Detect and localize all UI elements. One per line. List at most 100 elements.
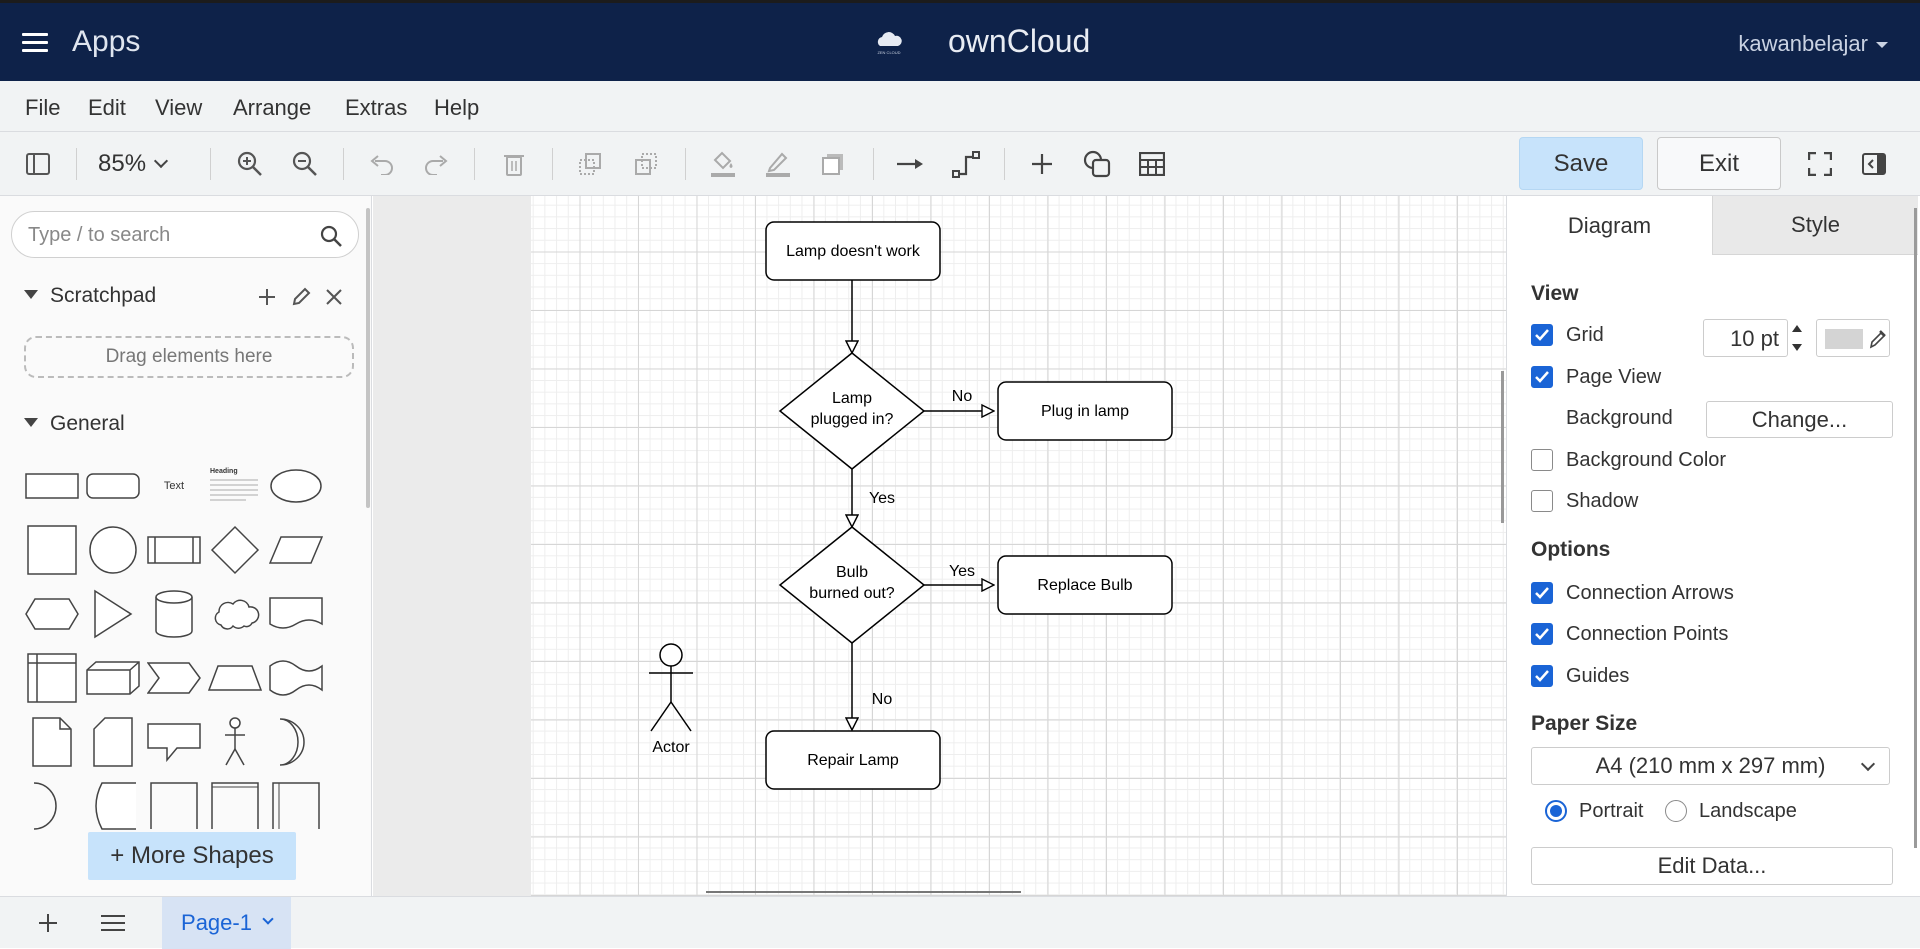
shape-text[interactable]: Text — [163, 480, 185, 492]
hamburger-menu-icon[interactable] — [22, 33, 48, 53]
grid-size-stepper[interactable] — [1790, 320, 1804, 356]
guides-checkbox[interactable] — [1531, 665, 1553, 687]
menu-edit[interactable]: Edit — [88, 95, 126, 120]
insert-plus-icon[interactable] — [1026, 148, 1058, 180]
landscape-radio[interactable] — [1665, 800, 1687, 822]
shape-container[interactable] — [146, 778, 202, 834]
redo-icon[interactable] — [420, 148, 452, 180]
scratchpad-header[interactable]: Scratchpad — [24, 284, 156, 308]
actor-figure[interactable] — [649, 643, 693, 732]
node-decision-bulb[interactable] — [778, 526, 926, 644]
shape-or[interactable] — [268, 714, 324, 770]
page-tab[interactable]: Page-1 — [162, 897, 291, 949]
to-back-icon[interactable] — [630, 148, 662, 180]
shape-document[interactable] — [268, 586, 324, 642]
to-front-icon[interactable] — [574, 148, 606, 180]
page-view-checkbox[interactable] — [1531, 366, 1553, 388]
background-color-checkbox[interactable] — [1531, 449, 1553, 471]
more-shapes-button[interactable]: + More Shapes — [88, 832, 296, 880]
shape-swimlane[interactable] — [268, 778, 324, 834]
menu-help[interactable]: Help — [434, 95, 480, 120]
search-input[interactable] — [28, 221, 308, 249]
node-decision-plugged[interactable] — [778, 352, 926, 470]
connection-points-checkbox[interactable] — [1531, 623, 1553, 645]
grid-checkbox[interactable] — [1531, 324, 1553, 346]
search-icon[interactable] — [320, 225, 342, 247]
shape-cylinder[interactable] — [146, 586, 202, 642]
format-panel-toggle-icon[interactable] — [22, 148, 54, 180]
shape-delay[interactable] — [24, 778, 80, 834]
fill-color-icon[interactable] — [707, 148, 739, 180]
shape-rectangle[interactable] — [24, 458, 80, 514]
shape-process[interactable] — [146, 522, 202, 578]
menu-file[interactable]: File — [25, 95, 61, 120]
zoom-in-icon[interactable] — [234, 148, 266, 180]
add-icon[interactable] — [258, 288, 276, 306]
paper-size-select[interactable]: A4 (210 mm x 297 mm) — [1531, 747, 1890, 785]
shape-rounded-rectangle[interactable] — [85, 458, 141, 514]
waypoints-icon[interactable] — [950, 148, 982, 180]
grid-color-button[interactable] — [1816, 319, 1890, 357]
shape-square[interactable] — [24, 522, 80, 578]
shape-actor[interactable] — [207, 714, 263, 770]
shape-cube[interactable] — [85, 650, 141, 706]
connection-arrow-icon[interactable] — [894, 148, 926, 180]
edit-pencil-icon[interactable] — [291, 287, 311, 307]
add-page-icon[interactable] — [38, 913, 58, 933]
zoom-out-icon[interactable] — [289, 148, 321, 180]
delete-icon[interactable] — [498, 148, 530, 180]
tab-diagram[interactable]: Diagram — [1507, 196, 1712, 255]
node-repair-lamp[interactable] — [765, 730, 941, 790]
node-replace-bulb[interactable] — [997, 555, 1173, 615]
shape-hexagon[interactable] — [24, 586, 80, 642]
change-background-button[interactable]: Change... — [1706, 401, 1893, 438]
undo-icon[interactable] — [366, 148, 398, 180]
shadow-checkbox[interactable] — [1531, 490, 1553, 512]
menu-arrange[interactable]: Arrange — [233, 95, 312, 120]
shape-data-storage[interactable] — [85, 778, 141, 834]
zoom-dropdown[interactable]: 85% — [98, 150, 169, 178]
shape-trapezoid[interactable] — [207, 650, 263, 706]
shape-triangle[interactable] — [85, 586, 141, 642]
sidebar-scrollbar[interactable] — [366, 208, 370, 508]
close-icon[interactable] — [326, 289, 342, 305]
node-plug-in[interactable] — [997, 381, 1173, 441]
shape-ellipse[interactable] — [268, 458, 324, 514]
grid-size-input[interactable]: 10 pt — [1703, 319, 1788, 357]
canvas-vertical-scrollbar[interactable] — [1501, 371, 1504, 523]
shape-cloud[interactable] — [207, 586, 263, 642]
connection-arrows-checkbox[interactable] — [1531, 582, 1553, 604]
node-start[interactable] — [765, 221, 941, 281]
diagram-canvas[interactable]: Lamp doesn't work Lamp plugged in? Plug … — [373, 196, 1506, 896]
shape-parallelogram[interactable] — [268, 522, 324, 578]
scratchpad-drop-zone[interactable]: Drag elements here — [24, 336, 354, 378]
panel-scrollbar[interactable] — [1914, 208, 1917, 848]
menu-extras[interactable]: Extras — [345, 95, 408, 120]
shape-card[interactable] — [85, 714, 141, 770]
save-button[interactable]: Save — [1519, 137, 1643, 190]
shape-diamond[interactable] — [207, 522, 263, 578]
shape-heading-textbox[interactable]: Heading — [207, 458, 263, 514]
shadow-icon[interactable] — [817, 148, 849, 180]
tab-style[interactable]: Style — [1712, 196, 1918, 255]
fullscreen-icon[interactable] — [1804, 148, 1836, 180]
table-icon[interactable] — [1136, 148, 1168, 180]
edit-data-button[interactable]: Edit Data... — [1531, 847, 1893, 885]
portrait-radio[interactable] — [1545, 800, 1567, 822]
line-color-icon[interactable] — [762, 148, 794, 180]
insert-shape-icon[interactable] — [1081, 148, 1113, 180]
menu-view[interactable]: View — [155, 95, 203, 120]
shape-frame[interactable] — [207, 778, 263, 834]
shape-step[interactable] — [146, 650, 202, 706]
shape-internal-storage[interactable] — [24, 650, 80, 706]
shape-tape[interactable] — [268, 650, 324, 706]
diagram-page[interactable]: Lamp doesn't work Lamp plugged in? Plug … — [531, 196, 1506, 896]
shape-circle[interactable] — [85, 522, 141, 578]
user-menu[interactable]: kawanbelajar — [1738, 31, 1888, 57]
apps-title[interactable]: Apps — [72, 25, 141, 58]
exit-button[interactable]: Exit — [1657, 137, 1781, 190]
general-header[interactable]: General — [24, 412, 125, 436]
toggle-panel-icon[interactable] — [1858, 148, 1890, 180]
shape-note[interactable] — [24, 714, 80, 770]
shape-callout[interactable] — [146, 714, 202, 770]
